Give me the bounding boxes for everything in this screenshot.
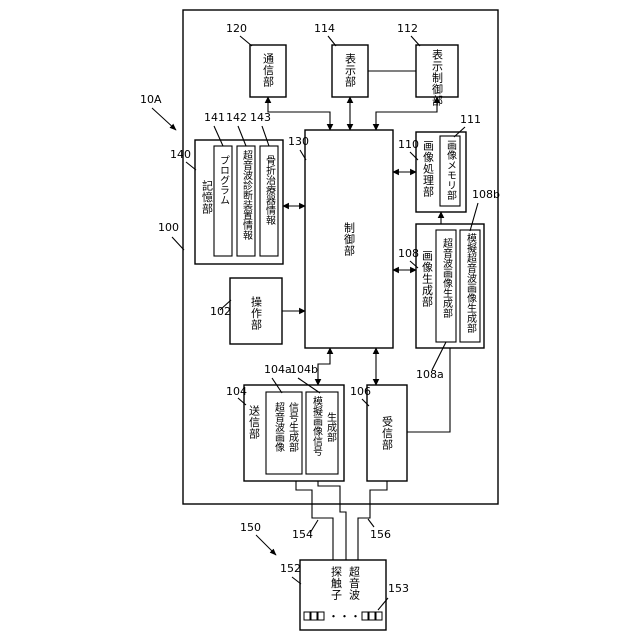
ultrasound-image-gen-label: 超音波画像生成部: [441, 237, 453, 319]
leader-156: [368, 519, 374, 527]
transducer-element: [304, 612, 310, 620]
control-unit-label: 制御部: [343, 222, 356, 257]
transducer-element: [318, 612, 324, 620]
ref-111: 111: [460, 113, 481, 126]
ref-102: 102: [210, 305, 231, 318]
transducer-element: [376, 612, 382, 620]
image-processing-unit-label: 画像処理部: [422, 140, 435, 198]
program-label: プログラム: [218, 155, 230, 205]
transducer-element: [311, 612, 317, 620]
storage-unit-label: 記憶部: [201, 179, 214, 215]
ref-10a: 10A: [140, 93, 162, 106]
simulated-signal-gen-label-2: 生成部: [325, 411, 337, 443]
ref-141: 141: [204, 111, 225, 124]
ref-120: 120: [226, 22, 247, 35]
ref-112: 112: [397, 22, 418, 35]
ref-130: 130: [288, 135, 309, 148]
leader-154: [310, 520, 318, 533]
ref-142: 142: [226, 111, 247, 124]
leader-100: [172, 237, 184, 250]
ref-110: 110: [398, 138, 419, 151]
probe-label-1: 超音波: [348, 565, 361, 601]
bone-analysis-info-label: 骨折治療器情報: [264, 155, 276, 226]
ref-150: 150: [240, 521, 261, 534]
ref-108: 108: [398, 247, 419, 260]
pointer-10a: [152, 108, 176, 130]
ref-152: 152: [280, 562, 301, 575]
simulated-signal-gen-label-1: 模擬画像信号: [311, 396, 323, 457]
image-generation-unit-label: 画像生成部: [421, 250, 434, 308]
transducer-ellipsis: ・・・: [328, 610, 361, 623]
ref-104a: 104a: [264, 363, 292, 376]
ref-108a: 108a: [416, 368, 444, 381]
ref-104: 104: [226, 385, 247, 398]
ref-104b: 104b: [290, 363, 318, 376]
image-memory-label: 画像メモリ部: [445, 140, 457, 201]
ref-143: 143: [250, 111, 271, 124]
reception-unit-label: 受信部: [381, 416, 394, 451]
ref-140: 140: [170, 148, 191, 161]
ref-106: 106: [350, 385, 371, 398]
ref-100: 100: [158, 221, 179, 234]
ref-156: 156: [370, 528, 391, 541]
simulated-image-gen-label: 模擬超音波画像生成部: [465, 233, 477, 334]
ref-108b: 108b: [472, 188, 500, 201]
transducer-element: [362, 612, 368, 620]
probe-label-2: 探触子: [330, 566, 343, 601]
display-unit-label: 表示部: [344, 52, 357, 88]
ref-153: 153: [388, 582, 409, 595]
communication-unit-label: 通信部: [262, 53, 275, 88]
ref-154: 154: [292, 528, 313, 541]
pointer-150: [256, 535, 276, 555]
operation-unit-label: 操作部: [250, 295, 263, 331]
ultrasound-diag-info-label: 超音波診断装置情報: [241, 149, 253, 241]
transducer-element: [369, 612, 375, 620]
ultrasound-signal-gen-label-1: 超音波画像: [273, 401, 285, 452]
transmission-unit-label: 送信部: [248, 404, 261, 440]
ref-114: 114: [314, 22, 335, 35]
ultrasound-signal-gen-label-2: 信号生成部: [287, 402, 299, 453]
